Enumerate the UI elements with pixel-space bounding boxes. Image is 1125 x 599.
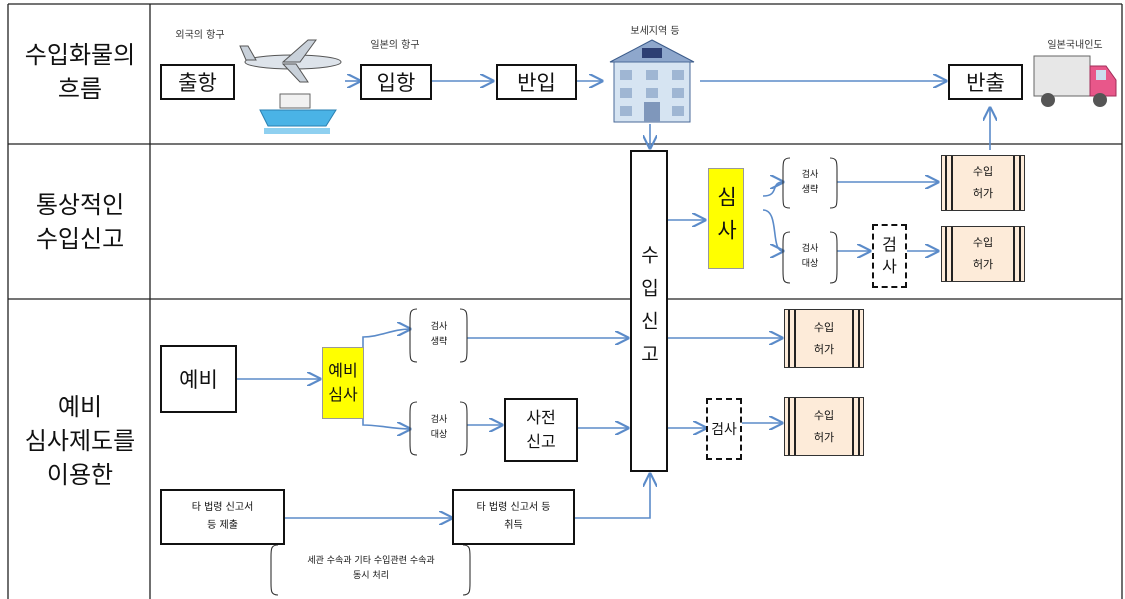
carry-out-box: 반출	[948, 64, 1023, 100]
prelim-inspection-skip-label: 검사 생략	[430, 322, 448, 347]
domestic-delivery-caption: 일본국내인도	[1047, 40, 1103, 51]
prelim-import-permit-box-1: 수입 허가	[784, 309, 864, 368]
row-label-normal: 통상적인 수입신고	[35, 191, 125, 253]
inspection-skip-label: 검사 생략	[801, 170, 819, 195]
import-permit-box-2: 수입 허가	[941, 226, 1025, 282]
row-label-flow: 수입화물의 흐름	[24, 41, 136, 103]
foreign-port-caption: 외국의 항구	[175, 30, 225, 41]
import-permit-box-1: 수입 허가	[941, 155, 1025, 211]
inspection-target-label: 검사 대상	[801, 244, 819, 269]
prelim-inspection-box: 검사	[706, 398, 742, 460]
depart-box: 출항	[160, 64, 235, 100]
bonded-area-caption: 보세지역 등	[630, 26, 680, 37]
truck-icon	[1033, 55, 1117, 107]
review-box: 심사	[708, 168, 744, 269]
pre-declaration-box: 사전 신고	[504, 398, 578, 462]
import-declaration-label: 수입신고	[637, 245, 660, 377]
review-label: 심사	[714, 185, 738, 252]
inspection-box: 검 사	[872, 224, 907, 288]
simultaneous-processing-note: 세관 수속과 기타 수입관련 수속과 동시 처리	[307, 556, 435, 581]
prelim-import-permit-box-2: 수입 허가	[784, 397, 864, 456]
airplane-icon	[239, 39, 342, 83]
ship-icon	[259, 93, 337, 134]
flow-arrows	[237, 81, 990, 518]
prelim-box: 예비	[160, 345, 237, 413]
row-label-prelim: 예비 심사제도를 이용한	[24, 393, 136, 489]
prelim-inspection-target-label: 검사 대상	[430, 415, 448, 440]
other-law-submit-box: 타 법령 신고서 등 제출	[160, 489, 285, 545]
arrive-box: 입항	[360, 64, 432, 100]
japan-port-caption: 일본의 항구	[370, 40, 420, 51]
warehouse-building-icon	[609, 39, 695, 123]
prelim-review-box: 예비 심사	[322, 347, 364, 419]
import-declaration-box: 수입신고	[630, 150, 668, 472]
carry-in-box: 반입	[496, 64, 577, 100]
other-law-acquire-box: 타 법령 신고서 등 취득	[452, 489, 575, 545]
